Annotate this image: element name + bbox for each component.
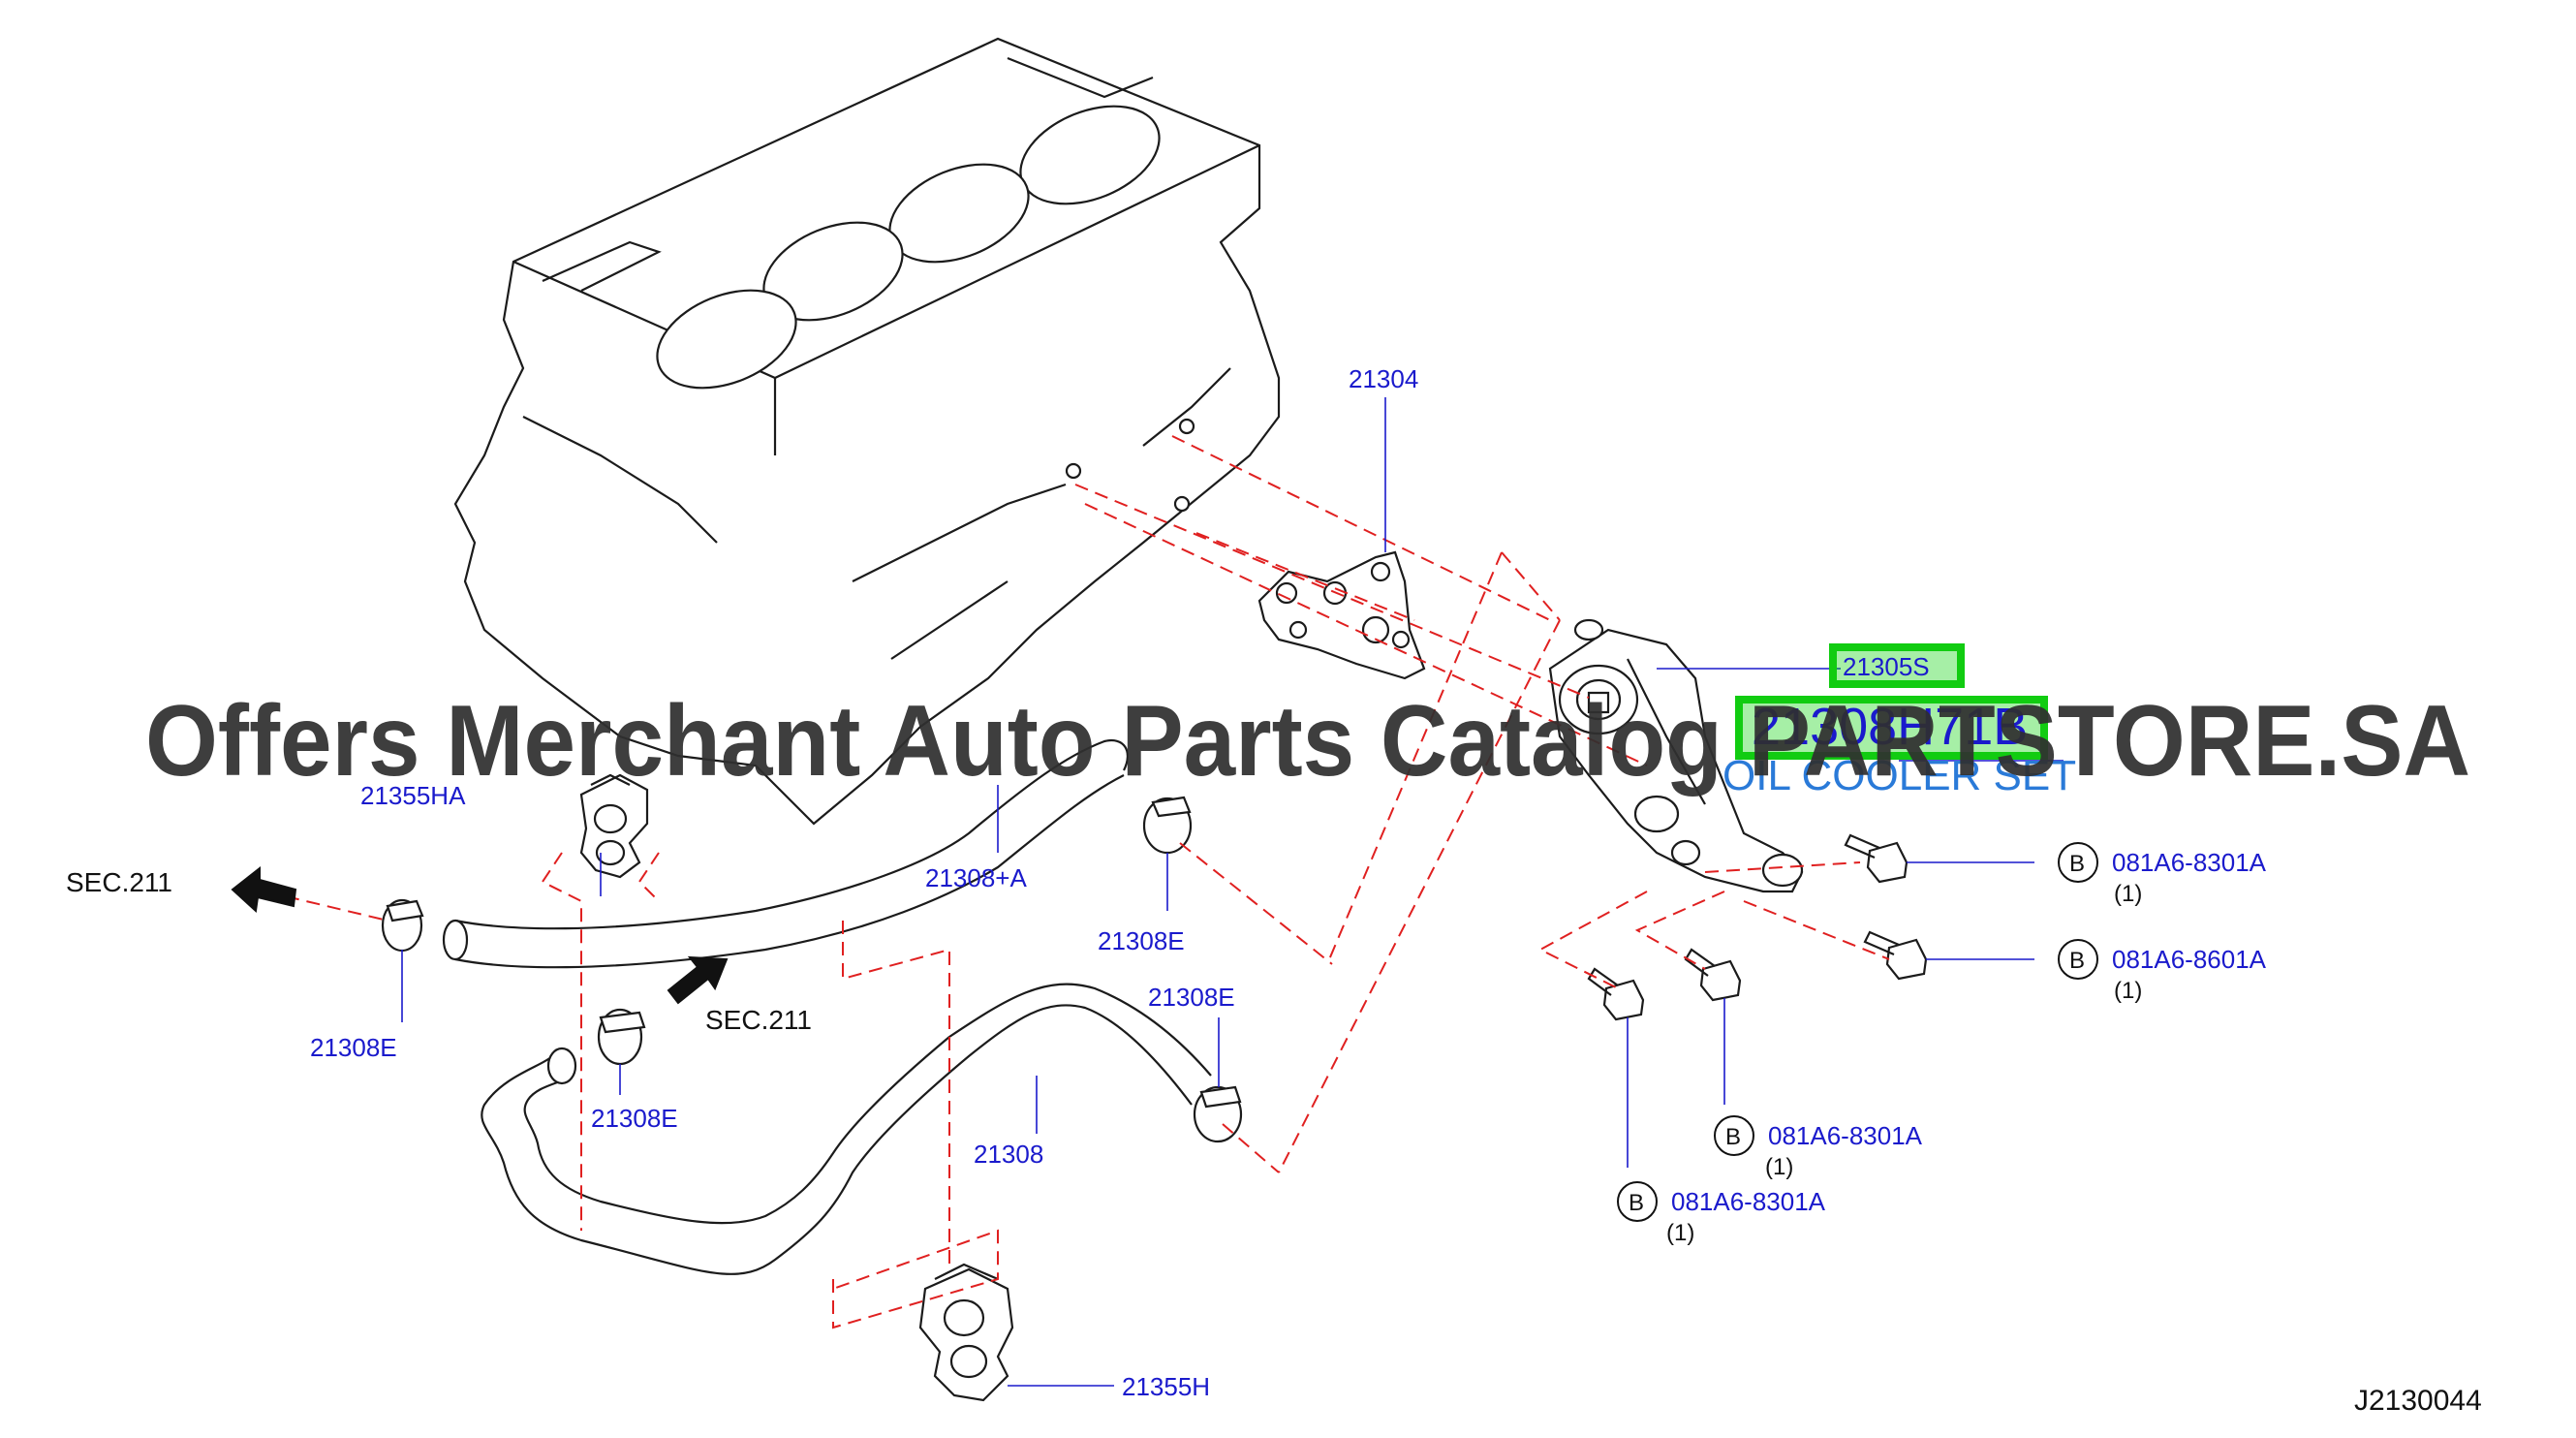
label-21305S[interactable]: 21305S bbox=[1843, 652, 1930, 681]
b-circle-icon bbox=[2058, 939, 2098, 980]
label-21308H71B[interactable]: 21308H71B bbox=[1752, 698, 2028, 756]
bolt-part-number[interactable]: 081A6-8301A bbox=[1671, 1187, 1826, 1216]
label-21355H[interactable]: 21355H bbox=[1122, 1372, 1210, 1401]
engine-block bbox=[453, 37, 1281, 826]
bolt-4 bbox=[1587, 967, 1645, 1021]
leader-lines bbox=[401, 397, 2064, 1387]
diagram-id: J2130044 bbox=[2354, 1385, 2482, 1417]
bolt-part-number[interactable]: 081A6-8601A bbox=[2112, 945, 2267, 974]
bolt-quantity: (1) bbox=[1765, 1154, 1793, 1180]
label-sec211-2[interactable]: SEC.211 bbox=[705, 1005, 812, 1035]
oil-cooler bbox=[1548, 618, 1804, 893]
upper-hose bbox=[442, 738, 1130, 969]
bolt-quantity: (1) bbox=[2114, 978, 2142, 1004]
bolt-callout-3[interactable]: B 081A6-8301A (1) bbox=[1714, 1115, 1923, 1180]
bolt-quantity: (1) bbox=[1666, 1220, 1694, 1246]
highlight-box-21308H71B bbox=[1735, 696, 2048, 760]
bolt-letter: B bbox=[2069, 851, 2085, 877]
bolt-part-number[interactable]: 081A6-8301A bbox=[1768, 1121, 1923, 1150]
bolt-letter: B bbox=[2069, 948, 2085, 974]
label-21308[interactable]: 21308 bbox=[974, 1140, 1043, 1169]
label-21308E-2[interactable]: 21308E bbox=[591, 1104, 678, 1133]
bolt-letter: B bbox=[1629, 1190, 1644, 1216]
highlight-21305S bbox=[1833, 647, 1961, 684]
highlight-21308H71B bbox=[1739, 700, 2044, 756]
b-circle-icon bbox=[1714, 1115, 1754, 1156]
bolt-callout-4[interactable]: B 081A6-8301A (1) bbox=[1617, 1181, 1826, 1246]
hose-holder-lower bbox=[918, 1263, 1014, 1402]
assembly-lines bbox=[285, 435, 1890, 1329]
bolt-callout-1[interactable]: B 081A6-8301A (1) bbox=[2058, 842, 2267, 907]
bolt-3 bbox=[1684, 948, 1742, 1002]
hose-holder-upper bbox=[579, 773, 649, 879]
lower-hose bbox=[481, 983, 1212, 1275]
label-21304[interactable]: 21304 bbox=[1349, 364, 1418, 393]
label-21355HA[interactable]: 21355HA bbox=[360, 781, 466, 810]
label-oil-cooler-set[interactable]: OIL COOLER SET bbox=[1723, 752, 2076, 799]
arrow-left bbox=[231, 865, 297, 914]
bolt-quantity: (1) bbox=[2114, 881, 2142, 907]
bolt-letter: B bbox=[1725, 1124, 1741, 1150]
bolt-1 bbox=[1844, 833, 1909, 884]
bolt-callout-2[interactable]: B 081A6-8601A (1) bbox=[2058, 939, 2267, 1004]
label-21308A[interactable]: 21308+A bbox=[925, 863, 1027, 892]
label-sec211-1[interactable]: SEC.211 bbox=[66, 867, 172, 897]
clamp-2 bbox=[597, 1008, 646, 1066]
clamp-1 bbox=[381, 898, 424, 953]
clamp-3 bbox=[1142, 796, 1193, 855]
b-circle-icon bbox=[2058, 842, 2098, 883]
highlight-box-21305S bbox=[1829, 643, 1965, 688]
bolt-2 bbox=[1863, 930, 1928, 981]
label-21308E-1[interactable]: 21308E bbox=[310, 1033, 397, 1062]
bolt-part-number[interactable]: 081A6-8301A bbox=[2112, 848, 2267, 877]
clamp-4 bbox=[1193, 1085, 1243, 1143]
b-circle-icon bbox=[1617, 1181, 1658, 1222]
watermark-text: Offers Merchant Auto Parts Catalog PARTS… bbox=[145, 685, 2470, 797]
arrow-up-right bbox=[667, 955, 729, 1005]
label-21308E-3[interactable]: 21308E bbox=[1098, 926, 1185, 955]
label-21308E-4[interactable]: 21308E bbox=[1148, 983, 1235, 1012]
